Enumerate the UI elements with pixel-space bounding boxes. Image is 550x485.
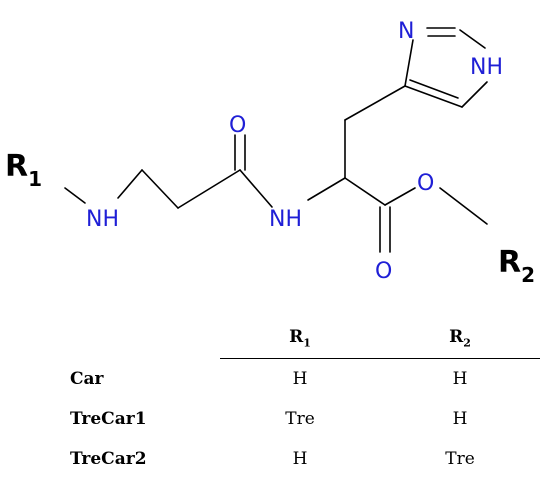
amide-nh-atom: NH (269, 207, 302, 232)
compound-name: TreCar1 (70, 409, 147, 429)
r1-value: H (292, 449, 308, 469)
ester-carbonyl-o-atom: O (375, 259, 392, 284)
r2-value: Tre (445, 449, 475, 469)
compound-name: Car (70, 368, 104, 389)
r1-value: Tre (285, 409, 315, 429)
r2-value: H (452, 369, 468, 389)
backbone-bonds (64, 85, 488, 253)
amine-nh-atom: NH (86, 207, 119, 232)
ester-o-atom: O (417, 171, 434, 196)
table-row: TreCar2 H Tre (70, 439, 540, 479)
r1-value: H (292, 369, 308, 389)
r2-label: R2 (498, 245, 535, 287)
header-r1: R1 (220, 318, 380, 359)
table-row: Car H H (70, 359, 540, 400)
ring-nh-atom: NH (470, 55, 503, 80)
header-r2: R2 (380, 318, 540, 359)
r2-value: H (452, 409, 468, 429)
amide-carbonyl-o-atom: O (229, 113, 246, 138)
table-corner (70, 318, 220, 359)
imidazole-ring (404, 27, 488, 108)
molecule-structure: N NH NH NH O O O R1 R2 (5, 19, 535, 287)
substituent-table: R1 R2 Car H H TreCar1 Tre H TreCar2 H Tr… (70, 318, 540, 479)
table-row: TreCar1 Tre H (70, 399, 540, 439)
r1-label: R1 (5, 149, 42, 191)
ring-n-atom: N (398, 19, 414, 44)
compound-name: TreCar2 (70, 449, 147, 469)
